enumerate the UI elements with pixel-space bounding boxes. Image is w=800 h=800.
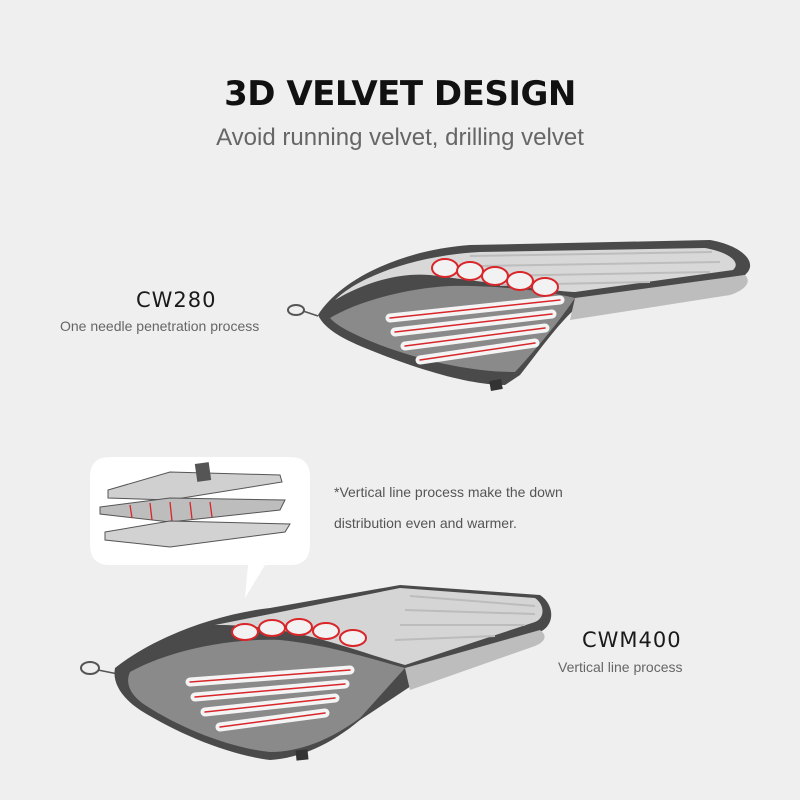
cw280-sleeping-pad-illustration bbox=[287, 240, 751, 391]
product-model-cwm400: CWM400 bbox=[582, 628, 682, 652]
page-title: 3D VELVET DESIGN bbox=[224, 74, 576, 114]
cwm400-sleeping-pad-illustration bbox=[80, 585, 552, 761]
page-subtitle: Avoid running velvet, drilling velvet bbox=[216, 124, 584, 151]
product-process-cw280: One needle penetration process bbox=[60, 318, 260, 334]
product-process-cwm400: Vertical line process bbox=[558, 659, 683, 675]
layer-detail-callout bbox=[90, 457, 310, 598]
product-model-cw280: CW280 bbox=[136, 288, 217, 312]
note-line-2: distribution even and warmer. bbox=[334, 515, 517, 531]
note-line-1: *Vertical line process make the down bbox=[334, 484, 563, 500]
